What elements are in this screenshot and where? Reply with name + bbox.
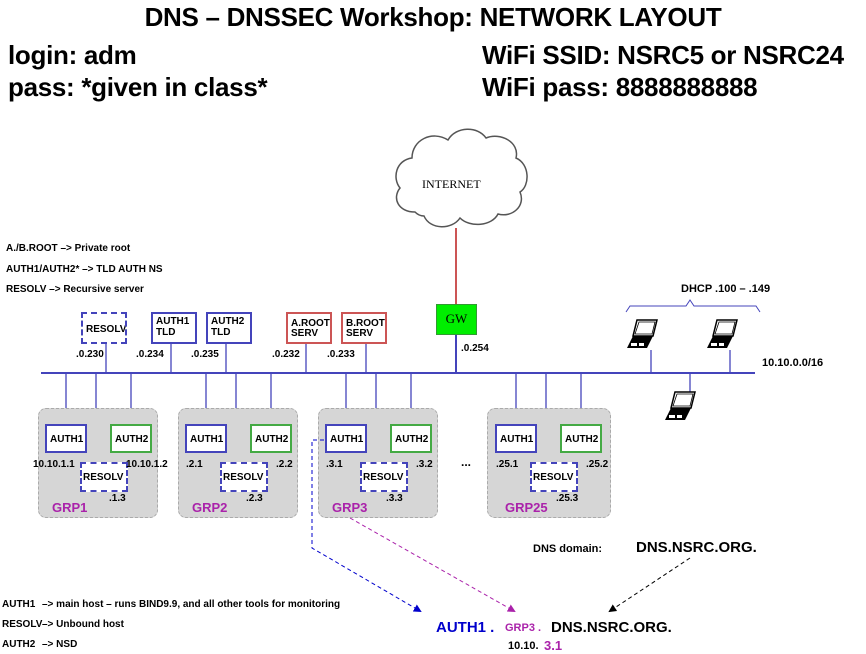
dhcp-brace bbox=[625, 299, 761, 313]
legend-term: AUTH2 bbox=[2, 639, 36, 650]
grp25-resolv-node[interactable]: RESOLV bbox=[530, 462, 578, 492]
node-sublabel: TLD bbox=[156, 327, 176, 338]
node-label: A.ROOT bbox=[291, 318, 330, 329]
laptop-icon[interactable] bbox=[707, 318, 747, 352]
grp1-label: GRP1 bbox=[52, 500, 88, 515]
gateway-ip: .0.254 bbox=[461, 343, 489, 354]
legend-tld: AUTH1/AUTH2* –> TLD AUTH NS bbox=[6, 264, 163, 275]
fqdn-ip-prefix: 10.10. bbox=[508, 640, 539, 652]
legend-term: RESOLV bbox=[2, 619, 43, 630]
node-sublabel: SERV bbox=[346, 328, 374, 339]
grp1-auth1-ip: 10.10.1.1 bbox=[33, 459, 75, 470]
legend-root: A./B.ROOT –> Private root bbox=[6, 243, 131, 254]
bottom-legend-resolv: RESOLV–> Unbound host bbox=[2, 619, 124, 630]
grp2-resolv-node[interactable]: RESOLV bbox=[220, 462, 268, 492]
b-root-ip: .0.233 bbox=[327, 349, 355, 360]
gateway-label: GW bbox=[445, 311, 468, 326]
legend-desc: –> NSD bbox=[42, 639, 78, 650]
grp2-auth2-node[interactable]: AUTH2 bbox=[250, 424, 292, 453]
bottom-legend-auth2: AUTH2 –> NSD bbox=[2, 639, 77, 650]
arrow-grp3 bbox=[349, 517, 516, 612]
wifi-pass-text: WiFi pass: 8888888888 bbox=[482, 72, 758, 102]
legend-term: AUTH1 bbox=[2, 599, 36, 610]
wifi-ssid-text: WiFi SSID: NSRC5 or NSRC24 bbox=[482, 40, 844, 70]
grp3-auth2-ip: .3.2 bbox=[416, 459, 433, 470]
node-label: AUTH2 bbox=[395, 434, 429, 445]
grp3-resolv-node[interactable]: RESOLV bbox=[360, 462, 408, 492]
grp1-resolv-ip: .1.3 bbox=[109, 493, 126, 504]
grp1-auth1-node[interactable]: AUTH1 bbox=[45, 424, 87, 453]
grp1-resolv-node[interactable]: RESOLV bbox=[80, 462, 128, 492]
node-label: AUTH2 bbox=[255, 434, 289, 445]
login-text: login: adm bbox=[8, 40, 137, 70]
grp25-auth1-ip: .25.1 bbox=[496, 459, 519, 470]
grp2-auth2-ip: .2.2 bbox=[276, 459, 293, 470]
dns-domain-value: DNS.NSRC.ORG. bbox=[636, 539, 757, 556]
fqdn-host: AUTH1 . bbox=[436, 619, 495, 636]
node-label: AUTH1 bbox=[330, 434, 364, 445]
node-label: RESOLV bbox=[83, 472, 124, 483]
laptop-icon[interactable] bbox=[665, 390, 705, 424]
node-label: AUTH2 bbox=[565, 434, 599, 445]
node-label: AUTH1 bbox=[50, 434, 84, 445]
node-sublabel: SERV bbox=[291, 328, 319, 339]
legend-desc: –> main host – runs BIND9.9, and all oth… bbox=[42, 599, 341, 610]
tld-auth1-ip: .0.234 bbox=[136, 349, 164, 360]
grp25-label: GRP25 bbox=[505, 500, 548, 515]
legend-resolv: RESOLV –> Recursive server bbox=[6, 284, 144, 295]
infra-resolv-ip: .0.230 bbox=[76, 349, 104, 360]
node-label: RESOLV bbox=[223, 472, 264, 483]
more-groups-ellipsis: ... bbox=[461, 455, 472, 469]
fqdn-group: GRP3 . bbox=[505, 622, 542, 634]
tld-auth2-ip: .0.235 bbox=[191, 349, 219, 360]
grp3-auth1-ip: .3.1 bbox=[326, 459, 343, 470]
grp2-label: GRP2 bbox=[192, 500, 228, 515]
grp2-auth1-node[interactable]: AUTH1 bbox=[185, 424, 227, 453]
internet-cloud-icon bbox=[395, 128, 528, 228]
node-sublabel: TLD bbox=[211, 327, 231, 338]
a-root-node[interactable]: A.ROOT SERV bbox=[286, 312, 332, 344]
fqdn-ip-suffix: 3.1 bbox=[544, 638, 563, 653]
node-label: AUTH1 bbox=[190, 434, 224, 445]
page-title: DNS – DNSSEC Workshop: NETWORK LAYOUT bbox=[144, 2, 722, 32]
node-label: RESOLV bbox=[533, 472, 574, 483]
node-label: RESOLV bbox=[86, 324, 127, 335]
grp1-auth2-ip: 10.10.1.2 bbox=[126, 459, 168, 470]
legend-desc: –> Unbound host bbox=[42, 619, 124, 630]
grp25-auth2-node[interactable]: AUTH2 bbox=[560, 424, 602, 453]
infra-resolv-node[interactable]: RESOLV bbox=[81, 312, 127, 344]
gateway-node[interactable]: GW bbox=[436, 304, 477, 335]
grp2-auth1-ip: .2.1 bbox=[186, 459, 203, 470]
node-label: AUTH2 bbox=[211, 316, 245, 327]
b-root-node[interactable]: B.ROOT SERV bbox=[341, 312, 387, 344]
grp3-auth1-node[interactable]: AUTH1 bbox=[325, 424, 367, 453]
grp1-auth2-node[interactable]: AUTH2 bbox=[110, 424, 152, 453]
node-label: RESOLV bbox=[363, 472, 404, 483]
tld-auth1-node[interactable]: AUTH1 TLD bbox=[151, 312, 197, 344]
subnet-label: 10.10.0.0/16 bbox=[762, 357, 824, 369]
bottom-legend-auth1: AUTH1 –> main host – runs BIND9.9, and al… bbox=[2, 599, 340, 610]
fqdn-domain: DNS.NSRC.ORG. bbox=[551, 619, 672, 636]
grp3-auth2-node[interactable]: AUTH2 bbox=[390, 424, 432, 453]
arrow-domain bbox=[608, 557, 691, 613]
a-root-ip: .0.232 bbox=[272, 349, 300, 360]
node-label: AUTH1 bbox=[500, 434, 534, 445]
arrow-auth1 bbox=[311, 439, 422, 613]
internet-label: INTERNET bbox=[422, 177, 481, 191]
node-label: B.ROOT bbox=[346, 318, 385, 329]
node-label: AUTH1 bbox=[156, 316, 190, 327]
node-label: AUTH2 bbox=[115, 434, 149, 445]
dns-domain-label: DNS domain: bbox=[533, 543, 603, 555]
grp2-resolv-ip: .2.3 bbox=[246, 493, 263, 504]
password-text: pass: *given in class* bbox=[8, 72, 268, 102]
grp3-label: GRP3 bbox=[332, 500, 368, 515]
tld-auth2-node[interactable]: AUTH2 TLD bbox=[206, 312, 252, 344]
laptop-icon[interactable] bbox=[627, 318, 667, 352]
dhcp-range: DHCP .100 – .149 bbox=[681, 283, 771, 295]
grp25-auth1-node[interactable]: AUTH1 bbox=[495, 424, 537, 453]
grp25-auth2-ip: .25.2 bbox=[586, 459, 609, 470]
grp3-resolv-ip: .3.3 bbox=[386, 493, 403, 504]
grp25-resolv-ip: .25.3 bbox=[556, 493, 579, 504]
